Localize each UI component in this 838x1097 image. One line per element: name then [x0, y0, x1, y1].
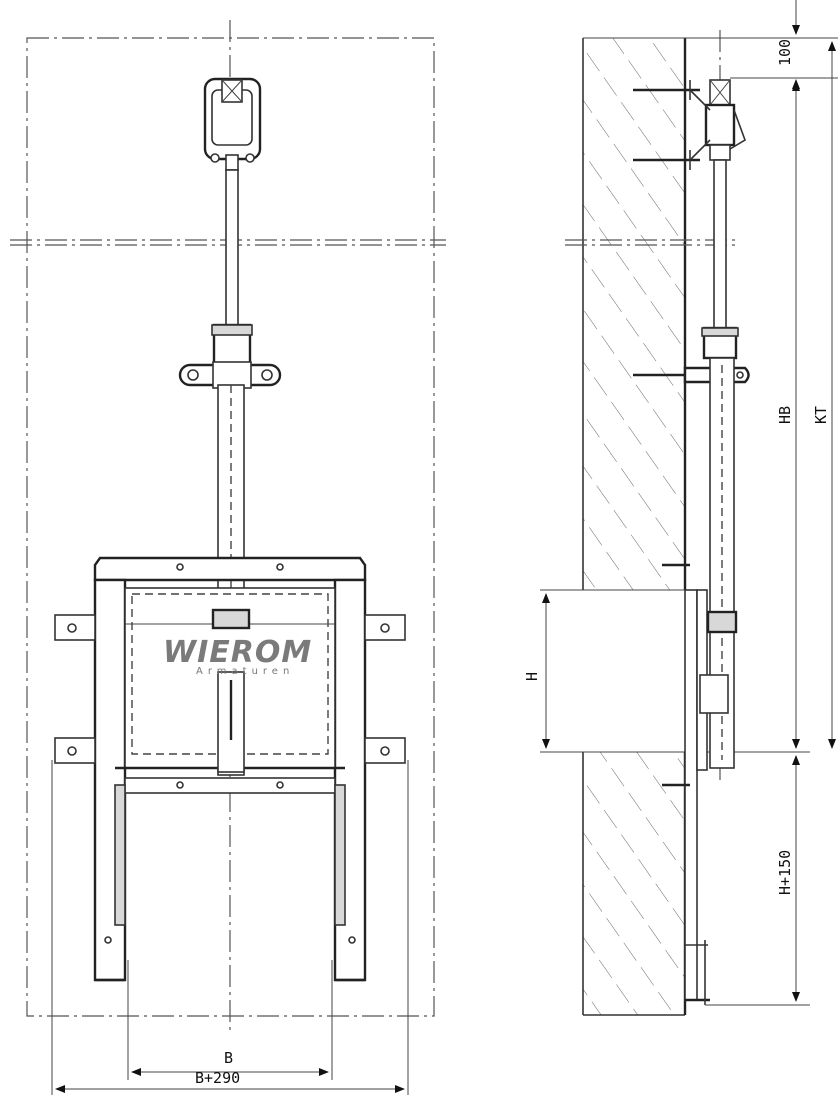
dimension-b: B	[127, 960, 333, 1080]
front-view: WIEROM Armaturen B	[10, 20, 446, 1095]
dimension-b-plus-290-label: B+290	[195, 1069, 240, 1087]
dimension-h-label: H	[523, 672, 541, 681]
anchor-rods	[633, 80, 711, 377]
dimension-h-plus-150-label: H+150	[776, 850, 794, 895]
dimension-h-plus-150: H+150	[705, 755, 810, 1006]
logo-wordmark: WIEROM	[163, 635, 312, 670]
dimension-kt-label: KT	[812, 406, 830, 424]
side-gate-nut	[706, 610, 738, 634]
upper-stem	[225, 169, 239, 331]
side-view: H 100 HB KT H+150	[523, 0, 838, 1016]
dimension-b-label: B	[224, 1049, 233, 1067]
side-upper-stem	[713, 159, 727, 331]
gate-nut	[211, 608, 251, 630]
logo-subtitle: Armaturen	[196, 666, 294, 677]
left-guide-rail	[114, 784, 126, 926]
dimension-kt: KT	[812, 41, 836, 749]
side-drive-box	[699, 674, 729, 714]
mounting-lugs	[54, 614, 406, 764]
side-actuator	[704, 79, 746, 161]
wall-lower	[583, 752, 685, 1015]
dimension-100-label: 100	[776, 39, 794, 66]
gate-plate-hidden-edge	[131, 593, 329, 755]
right-guide-rail	[334, 784, 346, 926]
wall-upper	[583, 38, 685, 590]
top-beam	[93, 556, 367, 582]
stem-guide-bracket	[178, 361, 282, 389]
dimension-h: H	[523, 593, 550, 749]
actuator-head	[203, 77, 262, 171]
dimension-b-plus-290: B+290	[51, 760, 409, 1095]
dimension-100: 100	[730, 0, 838, 118]
dimension-hb: HB	[776, 81, 800, 749]
side-frame	[684, 589, 698, 1001]
dimension-hb-label: HB	[776, 406, 794, 424]
lower-cross-beam	[124, 777, 336, 794]
